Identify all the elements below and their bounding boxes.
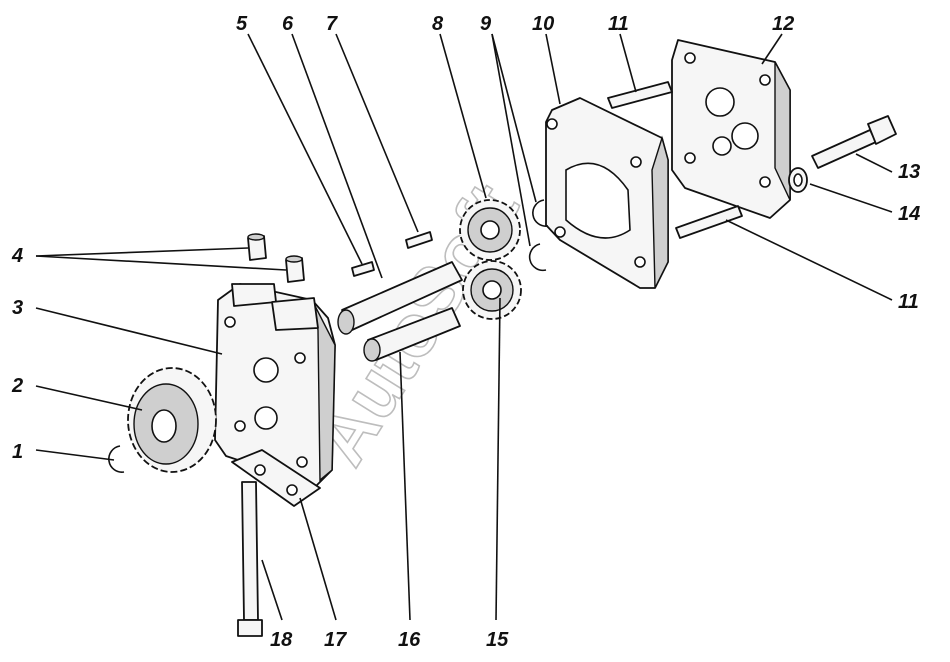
callout-18: 18	[270, 629, 293, 651]
part-13-bolt	[811, 115, 897, 169]
callout-11-top: 11	[608, 13, 629, 35]
callout-1: 1	[12, 441, 23, 463]
callout-labels: 5 6 7 8 9 10 11 12 13 14 11 15 16 17 18 …	[11, 13, 920, 651]
part-2-large-gear	[127, 367, 217, 473]
leader-11-top	[619, 33, 637, 93]
callout-6: 6	[282, 13, 294, 35]
callout-17: 17	[324, 629, 347, 651]
leader-4b	[35, 255, 287, 271]
part-17-gasket	[231, 449, 321, 507]
leader-10	[545, 33, 561, 105]
leader-15	[495, 297, 501, 621]
leader-5	[247, 33, 363, 265]
callout-3: 3	[12, 297, 23, 319]
callout-16: 16	[398, 629, 421, 651]
part-16-idler-shaft	[363, 307, 461, 362]
leader-6	[291, 33, 383, 279]
leader-14	[809, 183, 893, 213]
leader-9b	[491, 33, 531, 247]
part-4-bushing-lower	[285, 255, 305, 283]
part-18-long-bolt	[237, 481, 263, 637]
part-9-retaining-ring-upper	[532, 199, 549, 227]
leader-7	[335, 33, 419, 233]
part-14-washer	[788, 167, 808, 193]
callout-2: 2	[11, 375, 23, 397]
callout-9: 9	[480, 13, 492, 35]
part-6-drive-shaft	[337, 261, 463, 335]
leader-lines	[35, 33, 893, 621]
leader-9a	[491, 33, 537, 203]
leader-11-bottom	[725, 219, 893, 301]
leader-1	[35, 449, 115, 461]
callout-12: 12	[772, 13, 794, 35]
part-10-pump-body	[545, 97, 669, 289]
callout-15: 15	[486, 629, 509, 651]
leader-16	[399, 351, 411, 621]
callout-10: 10	[532, 13, 554, 35]
callout-4: 4	[11, 245, 23, 267]
leader-18	[261, 559, 283, 621]
leader-12	[761, 33, 783, 65]
callout-7: 7	[326, 13, 338, 35]
part-3-pump-housing	[214, 283, 336, 487]
part-4-bushing-upper	[247, 233, 267, 261]
part-12-cover-plate	[671, 39, 791, 219]
part-11-dowel-pin-upper	[607, 81, 673, 109]
leader-8	[439, 33, 487, 199]
part-11-dowel-pin-lower	[675, 205, 743, 239]
callout-13: 13	[898, 161, 920, 183]
part-9-retaining-ring-lower	[528, 243, 547, 272]
part-15-gear-lower	[462, 260, 522, 320]
leader-4a	[35, 247, 249, 257]
leader-2	[35, 385, 143, 411]
part-7-key	[405, 231, 433, 249]
callout-14: 14	[898, 203, 920, 225]
leader-3	[35, 307, 223, 355]
part-1-snap-ring	[108, 445, 125, 473]
callout-11-bottom: 11	[898, 291, 919, 313]
part-8-gear-upper	[459, 199, 521, 261]
leader-13	[855, 153, 893, 173]
callout-8: 8	[432, 13, 444, 35]
leader-17	[299, 497, 337, 621]
part-5-key	[351, 261, 375, 277]
callout-5: 5	[236, 13, 248, 35]
